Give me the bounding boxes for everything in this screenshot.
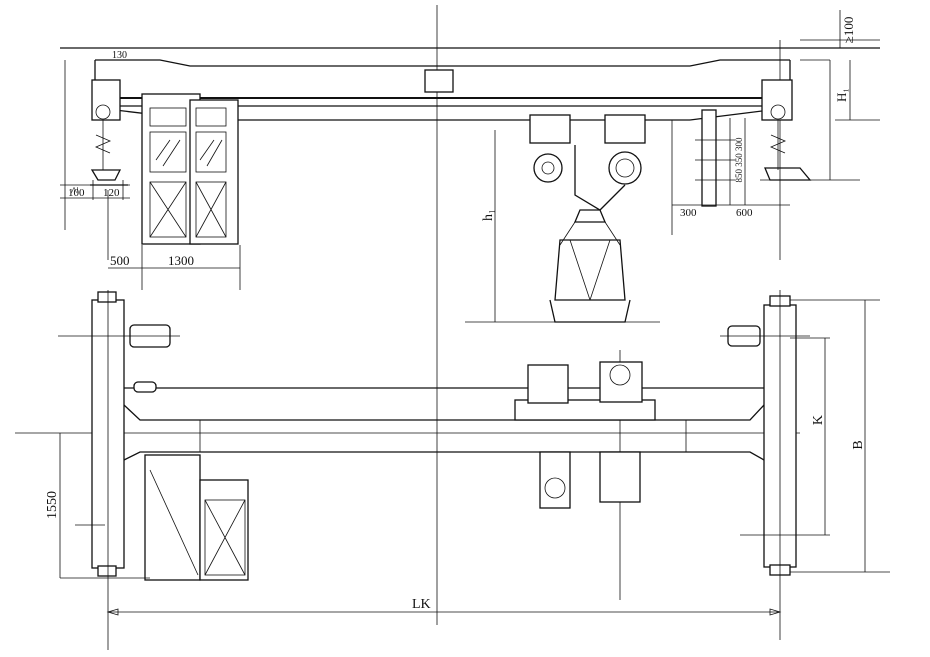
dim-h1-lower: h₁ (481, 209, 496, 221)
dim-h1-upper: H₁ (834, 88, 849, 102)
dim-850-350-300: 850 350 300 (734, 137, 744, 183)
dim-130: 130 (112, 50, 127, 61)
dim-ge-left: ≥ (67, 186, 81, 193)
dim-lk: LK (412, 597, 431, 612)
dim-1300: 1300 (168, 253, 194, 268)
dim-100-top: ≥100 (841, 17, 856, 44)
dim-500: 500 (110, 253, 130, 268)
dim-1550: 1550 (45, 491, 60, 519)
dim-100-left: 100 (68, 187, 85, 199)
dim-300: 300 (680, 207, 697, 219)
elevation-view (60, 10, 880, 323)
plan-view (58, 290, 890, 650)
dim-k: K (811, 415, 826, 425)
dimension-labels: ≥100 130 H₁ h₁ ≥ 100 120 500 1300 300 60… (45, 17, 866, 612)
dim-120: 120 (103, 187, 120, 199)
dim-600: 600 (736, 207, 753, 219)
dim-b: B (851, 440, 866, 449)
